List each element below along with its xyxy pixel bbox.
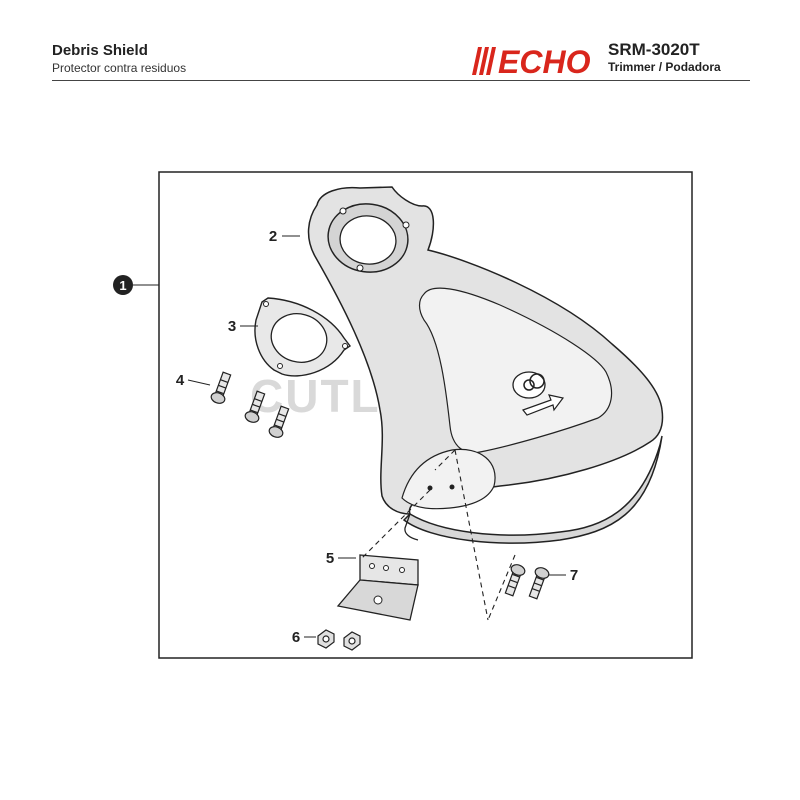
page-subtitle: Protector contra residuos xyxy=(52,61,187,75)
callout-7-label: 7 xyxy=(570,567,578,584)
callout-1-label: 1 xyxy=(119,278,126,293)
bracket xyxy=(336,554,419,621)
debris-shield xyxy=(307,186,664,544)
callout-4-label: 4 xyxy=(176,372,185,389)
model-type: Trimmer / Podadora xyxy=(608,60,721,74)
nut-set-6 xyxy=(317,629,361,651)
callout-2-label: 2 xyxy=(269,228,277,245)
page-title: Debris Shield xyxy=(52,42,148,59)
brand-name: ECHO xyxy=(498,45,591,77)
callout-3: 3 xyxy=(228,318,258,335)
screw-set-7 xyxy=(504,564,550,600)
callout-5: 5 xyxy=(326,550,356,567)
assembly-guide-lines xyxy=(359,449,516,621)
callout-6-label: 6 xyxy=(292,629,300,646)
callout-1: 1 xyxy=(113,275,159,295)
callout-5-label: 5 xyxy=(326,550,334,567)
diagram-frame xyxy=(158,171,693,659)
gasket-plate xyxy=(254,297,352,377)
page-header: Debris Shield Protector contra residuos xyxy=(52,42,186,76)
header-divider xyxy=(52,80,750,81)
screw-set-4 xyxy=(210,371,290,438)
callout-4: 4 xyxy=(176,372,211,389)
callout-7: 7 xyxy=(548,567,578,584)
model-number: SRM-3020T xyxy=(608,40,700,59)
model-block: SRM-3020T Trimmer / Podadora xyxy=(608,40,721,74)
echo-logo: ECHO xyxy=(472,45,591,77)
callout-2: 2 xyxy=(269,228,300,245)
callout-6: 6 xyxy=(292,629,316,646)
callout-3-label: 3 xyxy=(228,318,236,335)
